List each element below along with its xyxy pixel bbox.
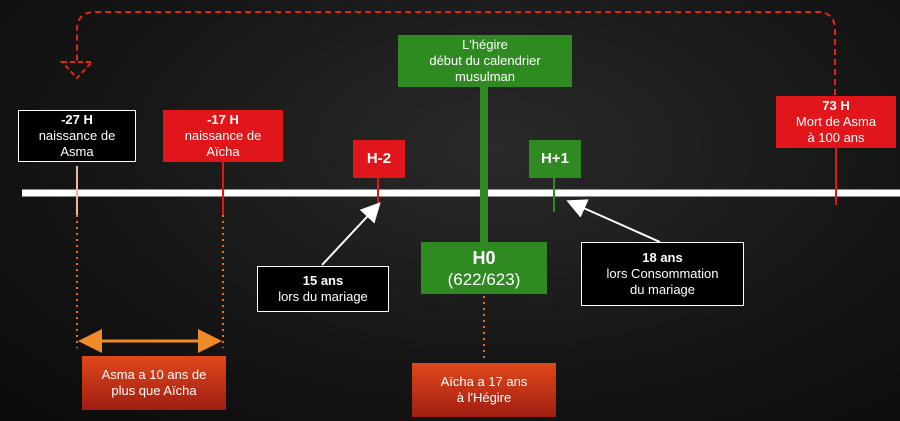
aicha-age-line1: Aïcha a 17 ans [440, 374, 528, 389]
hegire-line2: début du calendrier [429, 53, 541, 68]
consummation-note-title: 18 ans [642, 250, 683, 265]
asma-death-line2: à 100 ans [807, 130, 865, 145]
asma-death-box: 73 H Mort de Asma à 100 ans [776, 96, 896, 148]
h0-years: (622/623) [447, 269, 521, 289]
hegire-line1: L'hégire [462, 37, 508, 52]
aicha-birth-line2: Aïcha [206, 144, 240, 159]
h0-box: H0 (622/623) [421, 242, 547, 294]
asma-birth-line2: Asma [60, 144, 94, 159]
age-gap-line1: Asma a 10 ans de [101, 367, 207, 382]
marriage-note-box: 15 ans lors du mariage [257, 266, 389, 312]
hegire-line3: musulman [455, 69, 515, 84]
aicha-age-note-box: Aïcha a 17 ans à l'Hégire [412, 363, 556, 417]
consummation-note-line2: du mariage [629, 282, 696, 297]
marriage-note-title: 15 ans [302, 273, 344, 288]
marriage-pointer [321, 202, 381, 266]
consummation-note-box: 18 ans lors Consommation du mariage [581, 242, 744, 306]
age-gap-note-box: Asma a 10 ans de plus que Aïcha [82, 356, 226, 410]
aicha-age-line2: à l'Hégire [456, 390, 512, 405]
aicha-birth-box: -17 H naissance de Aïcha [163, 110, 283, 162]
h-minus-2-marker: H-2 [353, 140, 405, 178]
h0-title: H0 [472, 247, 496, 268]
asma-death-line1: Mort de Asma [795, 114, 877, 129]
h-minus-2-label: H-2 [366, 150, 392, 167]
aicha-birth-line1: naissance de [184, 128, 262, 143]
asma-birth-title: -27 H [61, 112, 93, 127]
asma-birth-line1: naissance de [38, 128, 116, 143]
return-arrowhead [59, 61, 95, 80]
return-arrow-path [76, 11, 836, 95]
h-plus-1-marker: H+1 [529, 140, 581, 178]
hegire-box: L'hégire début du calendrier musulman [398, 35, 572, 87]
h0-pillar [480, 86, 488, 244]
asma-birth-box: -27 H naissance de Asma [18, 110, 136, 162]
h-plus-1-label: H+1 [541, 150, 569, 167]
marriage-note-line1: lors du mariage [278, 289, 368, 304]
consummation-note-line1: lors Consommation [606, 266, 719, 281]
asma-death-title: 73 H [822, 98, 850, 113]
aicha-birth-title: -17 H [207, 112, 239, 127]
consummation-pointer [566, 199, 661, 243]
age-gap-line2: plus que Aïcha [111, 383, 197, 398]
